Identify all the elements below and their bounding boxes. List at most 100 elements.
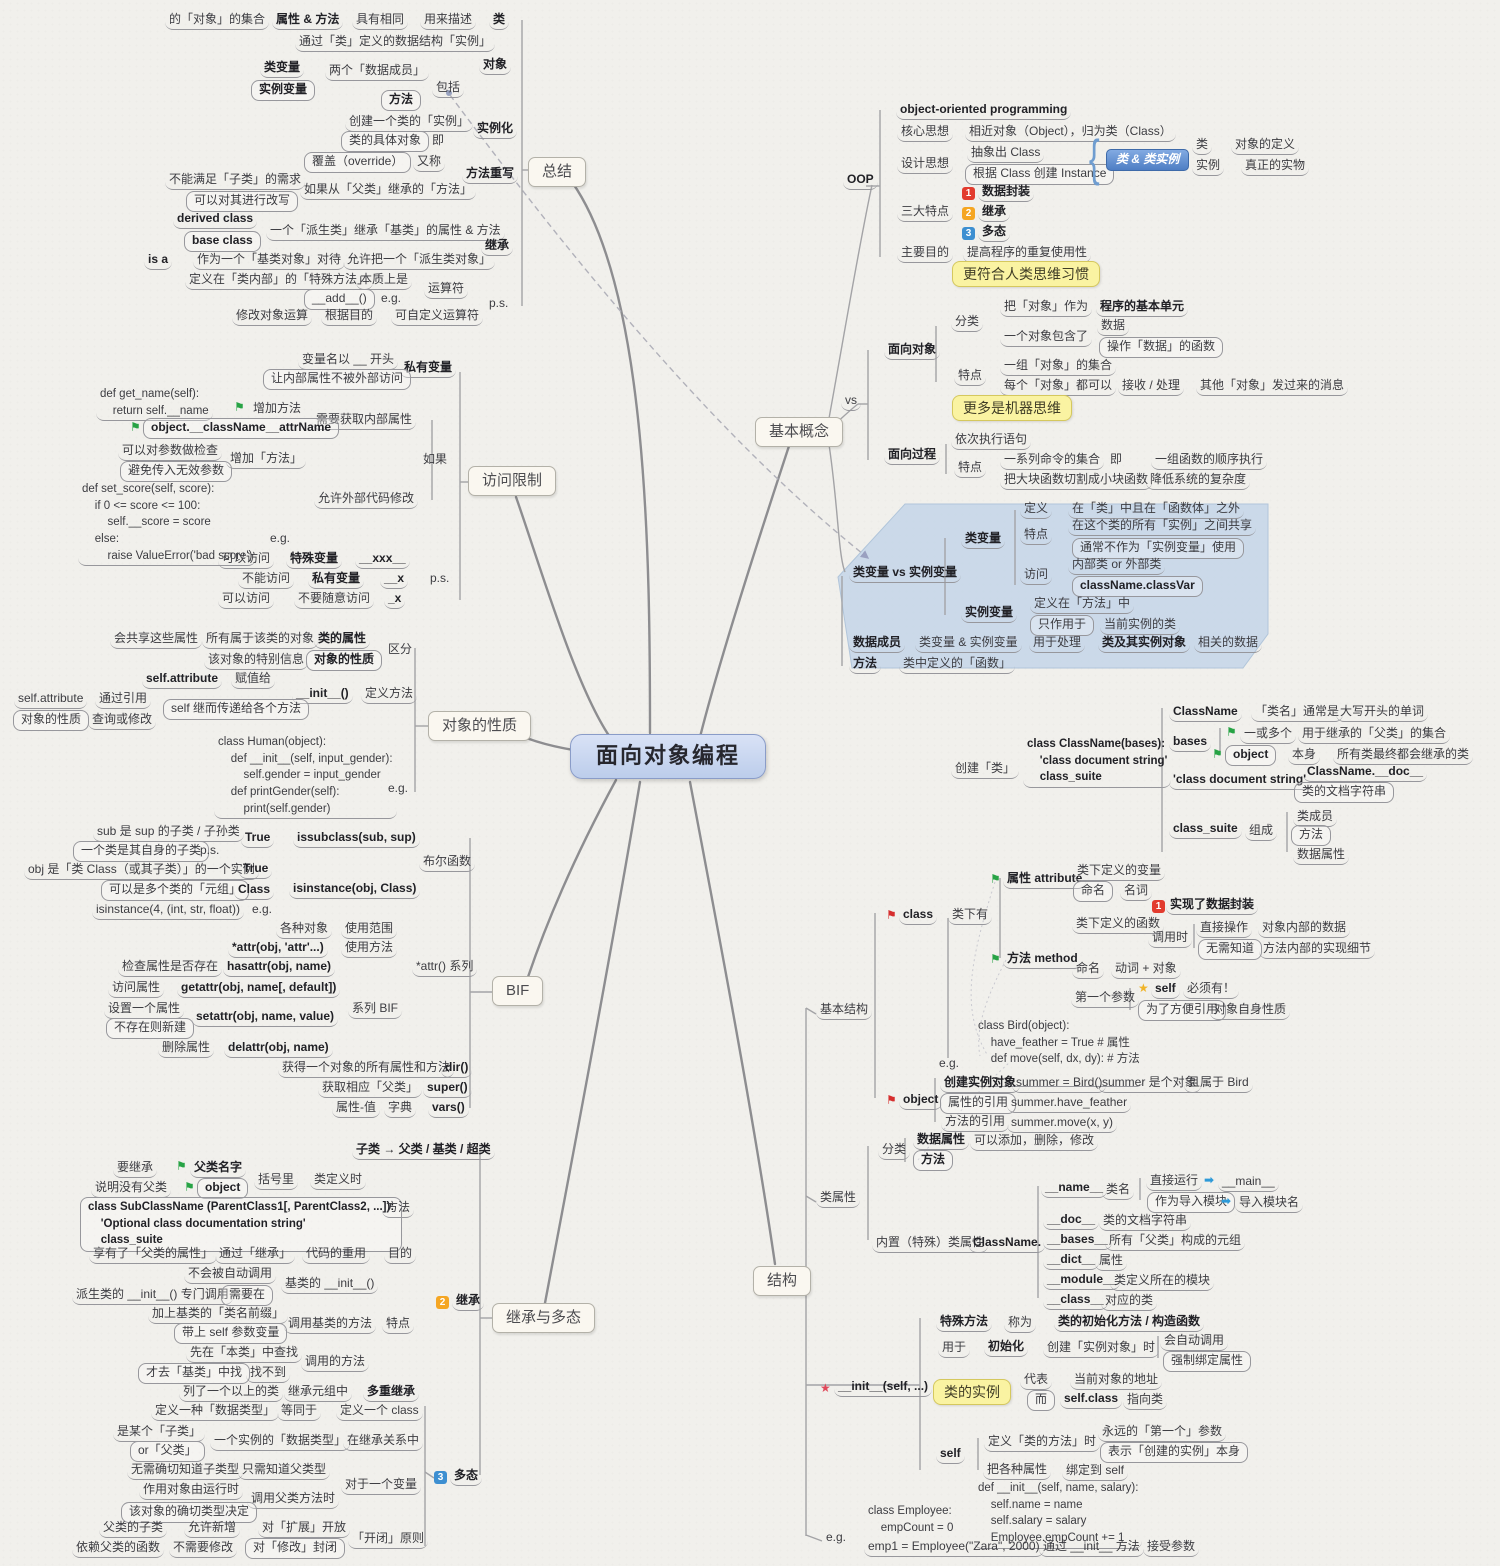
map-label[interactable]: 对于一个变量 bbox=[341, 1477, 422, 1495]
map-label[interactable]: object bbox=[899, 1092, 943, 1110]
map-label[interactable]: __class__ bbox=[1043, 1292, 1108, 1310]
map-label[interactable]: 方法内部的实现细节 bbox=[1259, 941, 1376, 959]
map-label[interactable]: 代表 bbox=[1020, 1372, 1053, 1390]
map-label[interactable]: self.attribute bbox=[14, 691, 88, 709]
map-label[interactable]: object bbox=[197, 1178, 249, 1199]
map-label[interactable]: True bbox=[239, 861, 273, 879]
map-label[interactable]: 列了一个以上的类 bbox=[179, 1384, 284, 1402]
map-label[interactable]: class bbox=[899, 907, 938, 925]
map-label[interactable]: 对象 bbox=[479, 57, 512, 75]
map-label[interactable]: 类中定义的「函数」 bbox=[899, 656, 1016, 674]
map-label[interactable]: self.class bbox=[1060, 1391, 1123, 1409]
map-label[interactable]: 属性-值 bbox=[332, 1100, 380, 1118]
arrow-icon[interactable]: ➡ bbox=[1204, 1173, 1215, 1187]
map-label[interactable]: 用来描述 bbox=[420, 12, 477, 30]
map-label[interactable]: 面向对象 bbox=[884, 342, 941, 360]
flag-icon[interactable]: ⚑ bbox=[1226, 725, 1237, 739]
badge-3[interactable]: 3 bbox=[434, 1471, 447, 1484]
map-label[interactable]: p.s. bbox=[430, 571, 450, 585]
map-label[interactable]: 定义方法 bbox=[361, 686, 418, 704]
map-label[interactable]: 用于 bbox=[938, 1340, 971, 1358]
map-label[interactable]: 定义一个 class bbox=[336, 1403, 423, 1421]
map-label[interactable]: 如果 bbox=[423, 452, 448, 466]
map-label[interactable]: def get_name(self): return self.__name bbox=[96, 386, 213, 422]
map-label[interactable]: 类下定义的函数 bbox=[1072, 916, 1165, 934]
map-label[interactable]: 接收 / 处理 bbox=[1118, 378, 1185, 396]
map-label[interactable]: 需要在 bbox=[221, 1285, 274, 1306]
map-label[interactable]: delattr(obj, name) bbox=[224, 1040, 333, 1058]
map-label[interactable]: 实现了数据封装 bbox=[1166, 897, 1259, 915]
map-label[interactable]: 可以对其进行改写 bbox=[186, 191, 299, 212]
map-label[interactable]: super() bbox=[423, 1080, 472, 1098]
map-label[interactable]: 用于继承的「父类」的集合 bbox=[1298, 726, 1451, 744]
map-label[interactable]: 对象内部的数据 bbox=[1258, 920, 1351, 938]
map-label[interactable]: 检查属性是否存在 bbox=[118, 959, 223, 977]
map-label[interactable]: 说明没有父类 bbox=[91, 1180, 172, 1198]
map-label[interactable]: 特点 bbox=[1020, 527, 1053, 545]
map-label[interactable]: 其他「对象」发过来的消息 bbox=[1196, 378, 1349, 396]
map-label[interactable]: 方法的引用 bbox=[941, 1114, 1010, 1132]
map-label[interactable]: 增加方法 bbox=[253, 401, 302, 415]
map-label[interactable]: __module__ bbox=[1043, 1272, 1121, 1290]
map-label[interactable]: vs bbox=[841, 393, 861, 411]
flag-icon[interactable]: ⚑ bbox=[990, 952, 1001, 966]
map-label[interactable]: 多态 bbox=[450, 1468, 483, 1486]
map-label[interactable]: 不能满足「子类」的需求 bbox=[165, 172, 306, 190]
map-label[interactable]: 定义 bbox=[1020, 501, 1053, 519]
map-label[interactable]: base class bbox=[184, 231, 261, 252]
map-label[interactable]: summer = Bird() bbox=[1012, 1075, 1107, 1093]
map-label[interactable]: 基本结构 bbox=[816, 1002, 873, 1020]
map-label[interactable]: 通过 __init__ 方法 bbox=[1039, 1539, 1144, 1557]
map-label[interactable]: 括号里 bbox=[254, 1172, 299, 1190]
map-label[interactable]: isinstance(obj, Class) bbox=[289, 881, 421, 899]
map-label[interactable]: 类定义时 bbox=[310, 1172, 367, 1190]
flag-icon[interactable]: ⚑ bbox=[886, 908, 897, 922]
map-label[interactable]: 所有类最终都会继承的类 bbox=[1333, 747, 1474, 765]
map-label[interactable]: 数据封装 bbox=[978, 184, 1035, 202]
map-label[interactable]: 分类 bbox=[878, 1142, 911, 1160]
map-label[interactable]: 当前对象的地址 bbox=[1070, 1372, 1163, 1390]
map-label[interactable]: 不存在则新建 bbox=[106, 1018, 195, 1039]
map-label[interactable]: 无需确切知道子类型 bbox=[127, 1462, 244, 1480]
map-label[interactable]: 不会被自动调用 bbox=[184, 1266, 277, 1284]
map-label[interactable]: 实例 bbox=[1192, 158, 1225, 176]
map-label[interactable]: 具有相同 bbox=[352, 12, 409, 30]
map-label[interactable]: True bbox=[241, 830, 275, 848]
map-label[interactable]: 根据 Class 创建 Instance bbox=[965, 164, 1115, 185]
map-label[interactable]: 类成员 bbox=[1293, 809, 1338, 827]
map-label[interactable]: 方法 bbox=[381, 90, 422, 111]
map-label[interactable]: 接受参数 bbox=[1143, 1539, 1200, 1557]
map-label[interactable]: 通过「继承」 bbox=[215, 1246, 296, 1264]
map-label[interactable]: 无需知道 bbox=[1198, 939, 1263, 960]
map-label[interactable]: 而 bbox=[1027, 1390, 1056, 1411]
map-label[interactable]: 各种对象 bbox=[276, 921, 333, 939]
map-label[interactable]: 父类的子类 bbox=[99, 1520, 168, 1538]
map-label[interactable]: 方法 method bbox=[1003, 951, 1082, 969]
map-label[interactable]: 动词 + 对象 bbox=[1111, 961, 1181, 979]
map-label[interactable]: __doc__ bbox=[1043, 1212, 1100, 1230]
map-label[interactable]: 实例变量 bbox=[961, 605, 1018, 623]
map-label[interactable]: e.g. bbox=[826, 1530, 847, 1544]
map-label[interactable]: 作用对象由运行时 bbox=[139, 1482, 244, 1500]
map-label[interactable]: 使用方法 bbox=[341, 940, 398, 958]
map-label[interactable]: 类属性 bbox=[816, 1190, 861, 1208]
map-label[interactable]: 属性的引用 bbox=[940, 1093, 1017, 1114]
map-label[interactable]: 创建一个类的「实例」 bbox=[345, 114, 474, 132]
callout-class-instance[interactable]: 类的实例 bbox=[933, 1379, 1011, 1406]
map-label[interactable]: 内置（特殊）类属性 bbox=[872, 1235, 989, 1253]
map-label[interactable]: 派生类的 __init__() 专门调用 bbox=[72, 1287, 233, 1305]
map-label[interactable]: 代码的重用 bbox=[302, 1246, 371, 1264]
map-label[interactable]: 对象的性质 bbox=[13, 710, 90, 731]
map-label[interactable]: 一组「对象」的集合 bbox=[1000, 358, 1117, 376]
map-label[interactable]: 所有「父类」构成的元组 bbox=[1105, 1233, 1246, 1251]
map-label[interactable]: 抽象出 Class bbox=[967, 145, 1045, 163]
map-label[interactable]: 本身 bbox=[1288, 747, 1321, 765]
map-label[interactable]: 允许把一个「派生类对象」 bbox=[343, 252, 496, 270]
map-label[interactable]: isinstance(4, (int, str, float)) bbox=[92, 902, 245, 920]
map-label[interactable]: 面向过程 bbox=[884, 447, 941, 465]
flag-icon[interactable]: ⚑ bbox=[130, 420, 141, 434]
map-label[interactable]: 继承 bbox=[978, 204, 1011, 222]
map-label[interactable]: 可自定义运算符 bbox=[391, 308, 484, 326]
map-label[interactable]: self bbox=[1151, 981, 1180, 999]
map-label[interactable]: 类变量 bbox=[260, 60, 305, 78]
